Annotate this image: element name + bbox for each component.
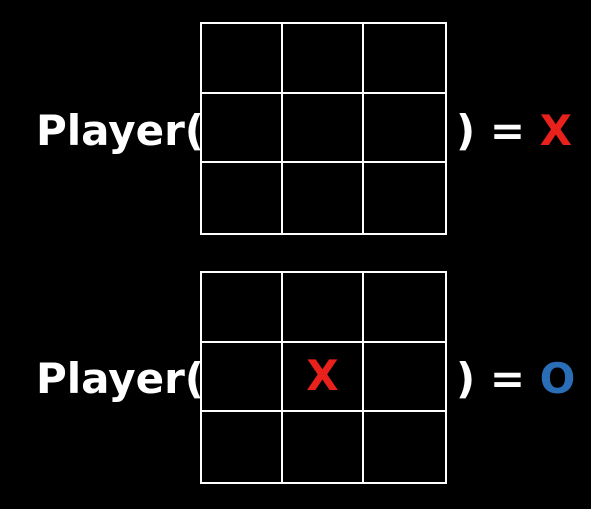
board-1-cell-4 <box>283 93 364 164</box>
board-1-cell-0 <box>202 24 283 94</box>
board-2-cell-4: X <box>283 342 364 413</box>
board-2-cell-2 <box>364 273 445 343</box>
board-1-cell-2 <box>364 24 445 94</box>
board-2-cell-5 <box>364 343 445 413</box>
player-prefix-1: Player( <box>36 106 204 155</box>
board-2-cell-6 <box>202 412 283 482</box>
board-1-cell-3 <box>202 93 283 164</box>
player-suffix-1: ) = <box>456 106 526 155</box>
player-result-1: ) = X <box>456 110 572 152</box>
tic-tac-toe-board-1 <box>200 22 447 235</box>
board-2-cell-8 <box>364 412 445 482</box>
player-suffix-2: ) = <box>456 354 526 403</box>
board-1-cell-7 <box>283 163 364 233</box>
result-mark-2: O <box>539 354 576 403</box>
board-1-cell-6 <box>202 163 283 233</box>
board-1-cell-5 <box>364 94 445 164</box>
player-prefix-2: Player( <box>36 354 204 403</box>
board-2-cell-7 <box>283 412 364 482</box>
board-2-cell-0 <box>202 273 283 343</box>
tic-tac-toe-board-2: X <box>200 271 447 484</box>
player-result-2: ) = O <box>456 358 575 400</box>
board-1-cell-8 <box>364 163 445 233</box>
board-1-cell-1 <box>283 24 364 94</box>
result-mark-1: X <box>539 106 573 155</box>
board-2-cell-3 <box>202 342 283 413</box>
board-2-cell-1 <box>283 273 364 343</box>
